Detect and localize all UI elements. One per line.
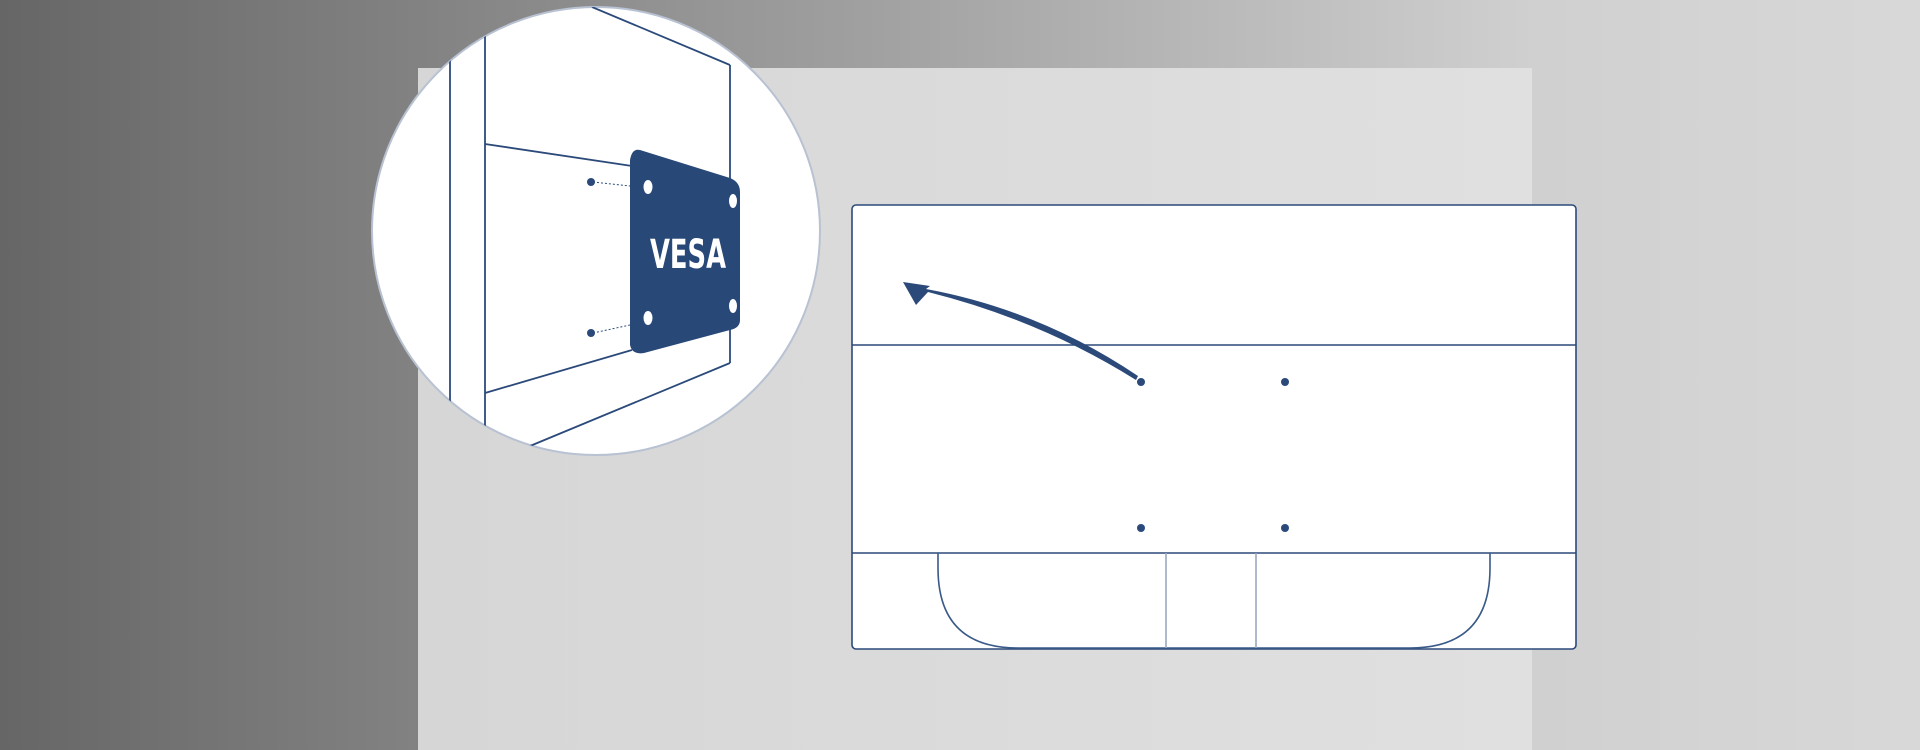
pointer-arrow-icon <box>903 282 1138 380</box>
vesa-holes <box>1137 378 1289 532</box>
detail-circle <box>371 6 821 456</box>
stand-base <box>937 553 1491 649</box>
vesa-hole <box>1137 378 1145 386</box>
vesa-hole <box>1281 378 1289 386</box>
screw-hole <box>587 178 595 186</box>
monitor-back-view <box>851 204 1577 650</box>
screw-hole <box>587 329 595 337</box>
vesa-label: VESA <box>650 232 726 278</box>
vesa-hole <box>1137 524 1145 532</box>
vesa-plate <box>630 149 740 354</box>
vesa-hole <box>1281 524 1289 532</box>
